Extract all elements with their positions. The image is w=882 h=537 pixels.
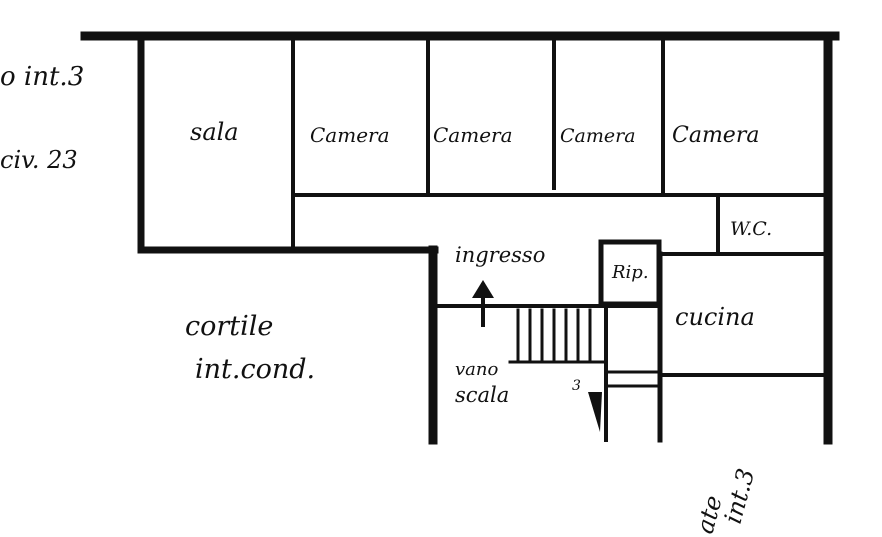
- bottom-label-2: int.3: [719, 466, 760, 527]
- room-label-cucina: cucina: [675, 303, 755, 331]
- address-line-2: civ. 23: [0, 146, 78, 174]
- room-label-camera-4: Camera: [672, 123, 759, 148]
- room-label-ripostiglio: Rip.: [611, 262, 649, 283]
- entrance-arrow-icon: [472, 280, 494, 327]
- room-label-camera-3: Camera: [560, 125, 636, 147]
- cortile-label-1: cortile: [185, 311, 273, 342]
- walls: [80, 31, 840, 445]
- stair-arrow-icon: [588, 392, 602, 432]
- cortile-label-2: int.cond.: [195, 354, 315, 385]
- room-label-sala: sala: [190, 118, 239, 146]
- address-line-1: o int.3: [0, 62, 84, 92]
- stair-treads: [516, 308, 602, 432]
- room-label-wc: W.C.: [730, 218, 772, 240]
- stair-number: 3: [572, 378, 581, 394]
- vano-scala-label-2: scala: [455, 383, 509, 407]
- vano-scala-label-1: vano: [455, 359, 498, 380]
- room-label-ingresso: ingresso: [455, 243, 545, 267]
- room-label-camera-1: Camera: [310, 123, 390, 147]
- room-label-camera-2: Camera: [433, 123, 513, 147]
